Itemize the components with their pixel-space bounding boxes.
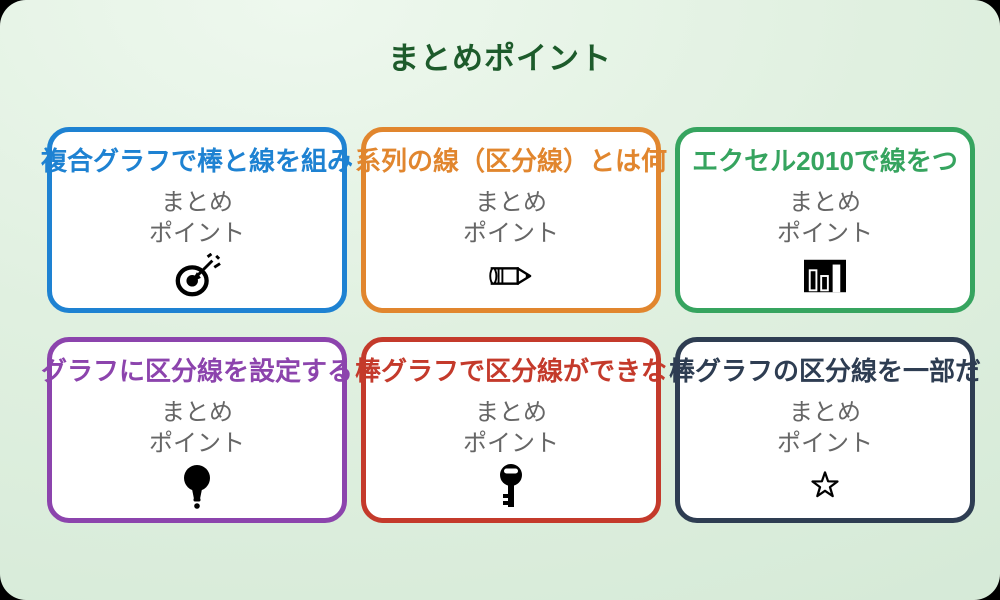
summary-card-3[interactable]: エクセル2010で線をつ まとめ ポイント xyxy=(675,127,975,313)
card-subtitle-line2: ポイント xyxy=(463,430,559,457)
card-subtitle-line1: まとめ xyxy=(475,399,547,426)
card-title: 系列の線（区分線）とは何 xyxy=(355,146,668,176)
summary-card-2[interactable]: 系列の線（区分線）とは何 まとめ ポイント xyxy=(355,127,667,313)
summary-card-5[interactable]: 棒グラフで区分線ができな まとめ ポイント xyxy=(355,337,667,523)
card-subtitle-line2: ポイント xyxy=(777,430,873,457)
target-icon xyxy=(173,252,221,300)
card-subtitle-line2: ポイント xyxy=(149,430,245,457)
card-title: 複合グラフで棒と線を組み xyxy=(41,146,354,176)
card-subtitle-line1: まとめ xyxy=(475,189,547,216)
card-title: 棒グラフで区分線ができな xyxy=(355,356,668,386)
card-title: 棒グラフの区分線を一部だ xyxy=(669,356,982,386)
summary-card-1[interactable]: 複合グラフで棒と線を組み まとめ ポイント xyxy=(41,127,353,313)
summary-card-4[interactable]: グラフに区分線を設定する まとめ ポイント xyxy=(41,337,353,523)
card-subtitle-line1: まとめ xyxy=(161,399,233,426)
star-icon xyxy=(810,462,840,510)
card-grid: 複合グラフで棒と線を組み まとめ ポイント 系列の線（区分線）とは何 まとめ ポ… xyxy=(41,127,981,523)
card-title: エクセル2010で線をつ xyxy=(692,146,958,176)
bar-chart-icon xyxy=(804,252,846,300)
card-subtitle-line1: まとめ xyxy=(789,399,861,426)
summary-card-6[interactable]: 棒グラフの区分線を一部だ まとめ ポイント xyxy=(669,337,981,523)
card-title: グラフに区分線を設定する xyxy=(41,356,354,386)
key-icon xyxy=(498,462,524,510)
pencil-icon xyxy=(489,252,533,300)
card-subtitle-line2: ポイント xyxy=(463,220,559,247)
page-title: まとめポイント xyxy=(388,41,612,76)
card-subtitle-line1: まとめ xyxy=(161,189,233,216)
card-subtitle-line1: まとめ xyxy=(789,189,861,216)
card-subtitle-line2: ポイント xyxy=(149,220,245,247)
card-subtitle-line2: ポイント xyxy=(777,220,873,247)
lightbulb-icon xyxy=(182,462,212,510)
